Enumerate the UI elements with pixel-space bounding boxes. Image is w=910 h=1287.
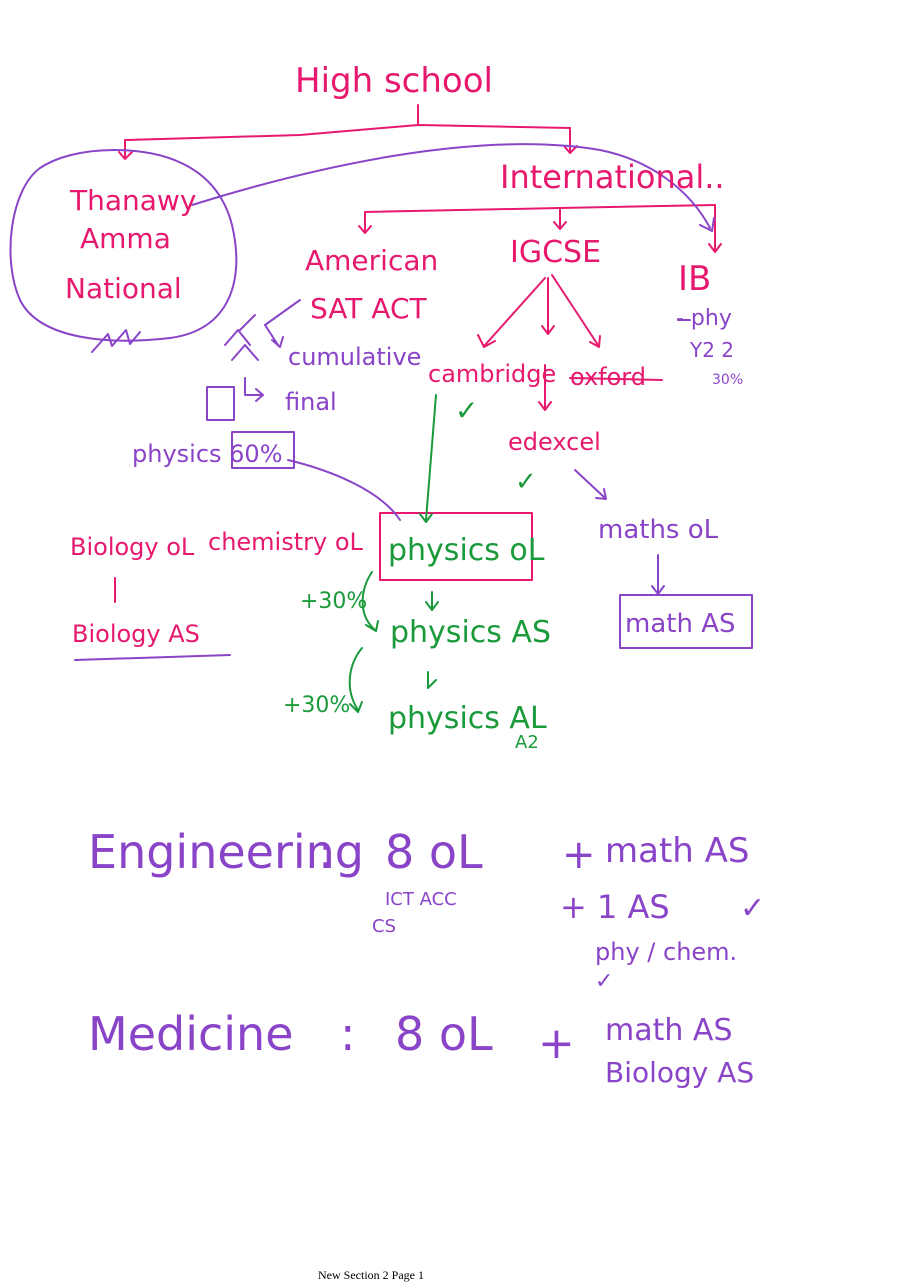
medicine-colon: : <box>340 1007 356 1061</box>
physics-60-label: physics 60% <box>132 440 283 468</box>
physics-al-label: physics AL <box>388 701 547 736</box>
medicine-label: Medicine <box>88 1007 294 1061</box>
connector-to-edexcel <box>538 364 552 411</box>
biology-ol-label: Biology oL <box>70 533 195 561</box>
national-label: National <box>65 272 182 305</box>
american-label: American <box>305 244 438 277</box>
plus30-b-label: +30% <box>283 693 350 718</box>
connector-igcse-cambridge <box>477 277 546 348</box>
math-as-box <box>619 594 753 649</box>
green-connectors <box>348 394 439 713</box>
biology-as-label: Biology AS <box>72 620 200 648</box>
biology-as-underline <box>74 654 231 661</box>
engineering-plus1: + <box>562 832 596 878</box>
engineering-colon: : <box>318 825 334 879</box>
purple-connectors <box>9 143 753 661</box>
thanawy-label: Thanawy <box>69 184 196 217</box>
curve-30-a <box>361 571 379 632</box>
medicine-math: math AS <box>605 1013 733 1048</box>
amma-label: Amma <box>80 222 171 255</box>
final-label: final <box>285 388 337 416</box>
connector-intl-igcse <box>553 207 567 230</box>
ib-phy-label: - phy <box>676 306 732 331</box>
physics-a2-label: A2 <box>515 732 539 753</box>
physics-ol-box <box>379 512 533 581</box>
medicine-plus: + <box>538 1018 575 1069</box>
connector-60-physics-ol <box>287 459 401 521</box>
pink-connectors <box>114 104 722 603</box>
math-as-label: math AS <box>625 609 736 639</box>
national-circle <box>9 149 238 342</box>
cambridge-label: cambridge <box>428 360 556 388</box>
maths-ol-label: maths oL <box>598 515 719 545</box>
medicine-bio: Biology AS <box>605 1056 754 1089</box>
igcse-label: IGCSE <box>510 235 601 270</box>
engineering-math: math AS <box>605 831 749 871</box>
plus30-a-label: +30% <box>300 589 367 614</box>
connector-sat-cumulative <box>264 299 301 348</box>
oxford-label: oxford <box>570 363 646 391</box>
engineering-ol: 8 oL <box>385 825 483 879</box>
connector-hs-left <box>118 139 133 160</box>
ib-30-label: 30% <box>712 372 743 388</box>
connector-edexcel-maths <box>574 469 607 500</box>
engineering-check2: ✓ <box>595 969 613 994</box>
final-box <box>206 386 235 421</box>
high-school-label: High school <box>295 61 493 101</box>
connector-igcse-mid <box>541 277 555 335</box>
connector-as-al <box>427 671 437 689</box>
ib-y2-label: Y2 2 <box>689 338 734 362</box>
ib-label: IB <box>678 259 711 299</box>
green-labels: ✓ ✓ physics oL +30% physics AS +30% phys… <box>283 394 551 753</box>
pink-labels: High school Thanawy Amma National Intern… <box>65 61 725 648</box>
engineering-phy: phy / chem. <box>595 938 737 966</box>
edexcel-label: edexcel <box>508 428 601 456</box>
page-footer: New Section 2 Page 1 <box>318 1268 424 1282</box>
check-edexcel: ✓ <box>515 467 537 497</box>
physics-ol-label: physics oL <box>388 533 545 568</box>
connector-national-ib <box>191 143 715 232</box>
sat-ticks <box>224 314 259 361</box>
international-label: International.. <box>500 158 725 196</box>
engineering-extras-2: CS <box>372 916 396 937</box>
engineering-label: Engineering <box>88 825 364 879</box>
engineering-extras-1: ICT ACC <box>385 889 457 910</box>
connector-intl-american <box>358 211 372 234</box>
engineering-check: ✓ <box>740 891 765 926</box>
connector-final <box>244 377 264 402</box>
cumulative-label: cumulative <box>288 343 421 371</box>
connector-hs-bar <box>124 124 571 141</box>
engineering-plus2: + 1 AS <box>560 888 670 926</box>
check-cambridge: ✓ <box>455 394 478 427</box>
connector-igcse-oxford <box>551 274 601 348</box>
chemistry-ol-label: chemistry oL <box>208 528 364 556</box>
physics-as-label: physics AS <box>390 615 551 650</box>
physics-60-box <box>231 431 295 469</box>
connector-cambridge-physics <box>419 394 437 523</box>
sat-act-label: SAT ACT <box>310 292 427 325</box>
national-scribble <box>91 329 141 353</box>
connector-hs-right <box>563 127 578 154</box>
connector-maths-mathas <box>651 554 665 595</box>
purple-labels: cumulative final physics 60% - phy Y2 2 … <box>132 306 743 639</box>
connector-intl-bar <box>364 204 716 213</box>
connector-ol-as <box>425 591 439 611</box>
curve-30-b <box>348 647 363 713</box>
connector-intl-ib <box>708 204 722 253</box>
requirements: Engineering : 8 oL + math AS ICT ACC CS … <box>88 825 765 1089</box>
oxford-strike <box>569 377 663 381</box>
medicine-ol: 8 oL <box>395 1007 493 1061</box>
